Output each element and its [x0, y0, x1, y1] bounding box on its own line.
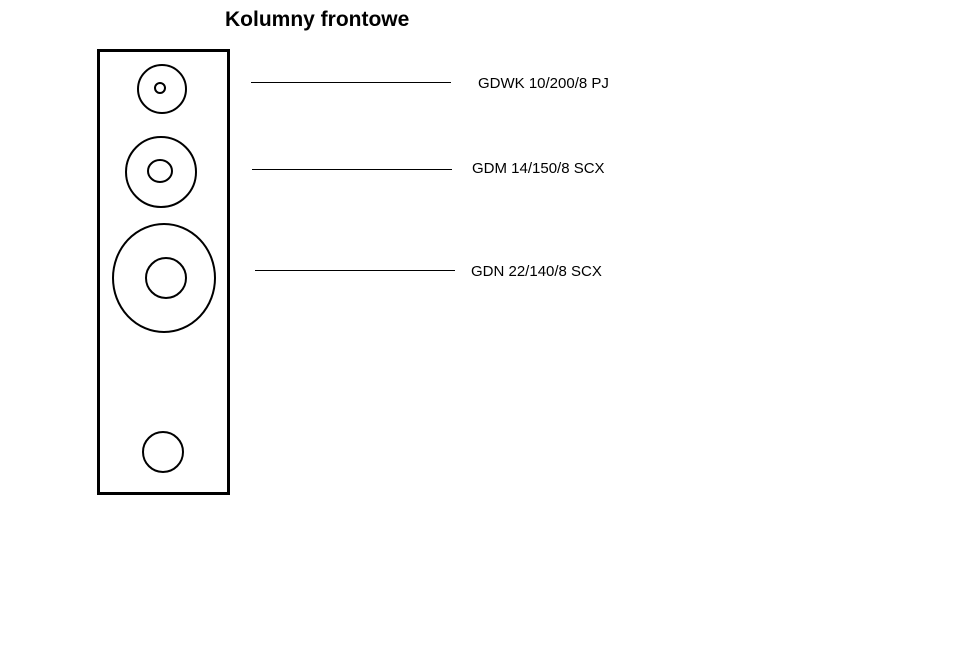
midrange-driver — [125, 136, 197, 208]
diagram-title: Kolumny frontowe — [225, 8, 409, 31]
tweeter-label: GDWK 10/200/8 PJ — [478, 75, 609, 92]
tweeter — [137, 64, 187, 114]
bass-reflex-port — [142, 431, 184, 473]
woofer-label: GDN 22/140/8 SCX — [471, 263, 602, 280]
speaker-cabinet — [97, 49, 230, 495]
woofer — [112, 223, 216, 333]
midrange-label: GDM 14/150/8 SCX — [472, 160, 605, 177]
